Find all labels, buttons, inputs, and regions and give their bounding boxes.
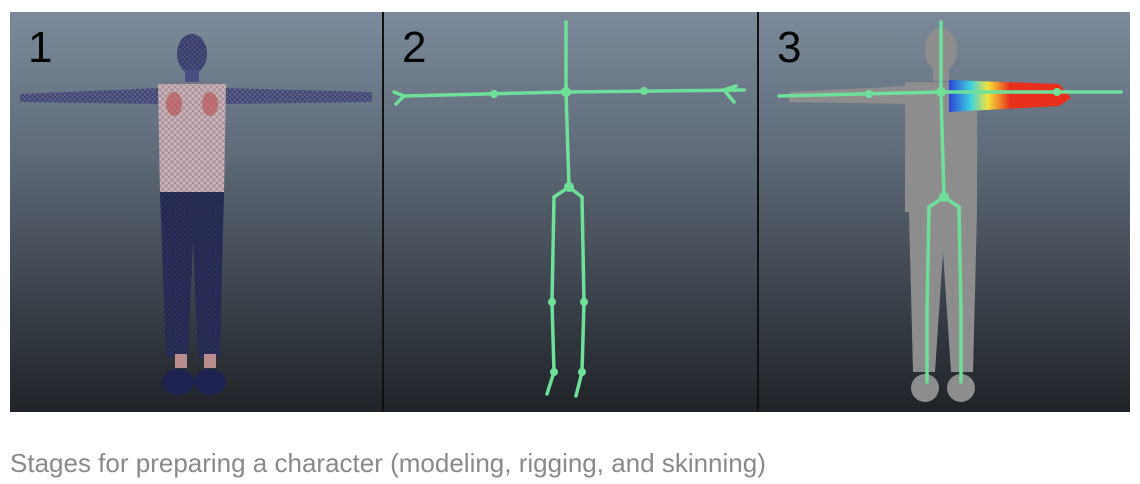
panel-number: 2 bbox=[402, 23, 427, 72]
figure-caption: Stages for preparing a character (modeli… bbox=[10, 448, 766, 478]
mesh-character-illustration bbox=[20, 34, 372, 395]
skeleton-rig-illustration bbox=[392, 20, 746, 398]
character-stages-figure: 1 bbox=[10, 12, 1130, 412]
skinned-character-illustration bbox=[777, 20, 1123, 402]
panel-skinning: 3 bbox=[759, 12, 1130, 412]
panel-rigging: 2 bbox=[384, 12, 757, 412]
panel-modeling: 1 bbox=[10, 12, 382, 412]
panel-number: 3 bbox=[777, 23, 802, 72]
panel-number: 1 bbox=[28, 23, 53, 72]
